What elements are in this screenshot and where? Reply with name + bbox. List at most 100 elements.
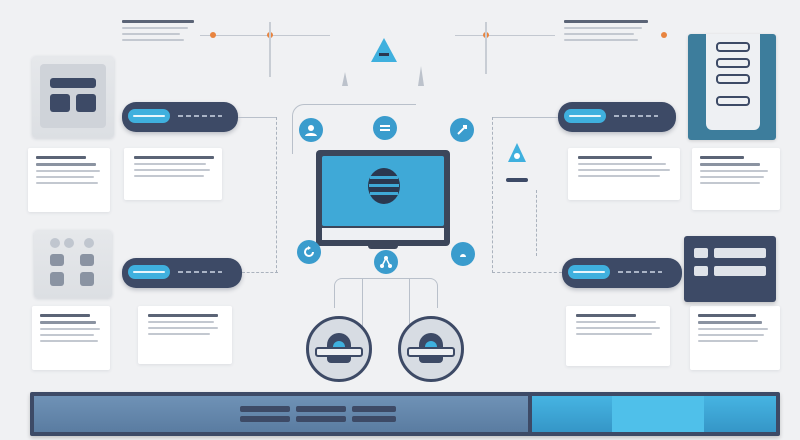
panel-key xyxy=(694,248,708,258)
card-title-line xyxy=(148,314,218,317)
hub-node-right[interactable] xyxy=(398,316,464,382)
connector-dot xyxy=(661,32,667,38)
cloud-sync-icon[interactable] xyxy=(451,242,475,266)
card-title-line xyxy=(134,156,214,159)
text-line xyxy=(134,169,210,171)
top-connector-right xyxy=(455,35,555,36)
connector-wire xyxy=(242,272,278,273)
panel-indicator xyxy=(64,238,74,248)
monitor-screen xyxy=(322,156,444,226)
connector-wire xyxy=(238,117,276,118)
footer-right-section xyxy=(532,396,776,432)
text-line xyxy=(148,327,218,329)
text-line xyxy=(36,163,96,166)
hub-band xyxy=(315,347,363,357)
text-line xyxy=(698,334,764,336)
connector-wire xyxy=(536,190,537,256)
left-text-card-1 xyxy=(28,148,110,212)
heading-line xyxy=(564,20,648,23)
panel-key xyxy=(50,272,64,286)
device-key xyxy=(76,94,96,112)
text-line xyxy=(36,176,94,178)
card-title-line xyxy=(578,156,652,159)
panel-indicator xyxy=(50,238,60,248)
text-line xyxy=(564,33,634,35)
top-right-heading xyxy=(564,20,648,45)
panel-key xyxy=(80,254,94,266)
small-arrow-icon xyxy=(418,66,424,86)
left-control-panel xyxy=(34,230,112,298)
text-line xyxy=(698,328,768,330)
sync-icon[interactable] xyxy=(373,116,397,140)
left-text-card-2 xyxy=(124,148,222,200)
top-connector-left xyxy=(200,35,330,36)
card-title-line xyxy=(36,156,86,159)
card-title-line xyxy=(700,156,744,159)
text-line xyxy=(36,182,98,184)
slot xyxy=(716,74,750,84)
text-line xyxy=(564,39,638,41)
link-icon[interactable] xyxy=(450,118,474,142)
right-text-card-1 xyxy=(568,148,680,200)
network-icon[interactable] xyxy=(374,250,398,274)
text-line xyxy=(700,170,768,172)
hub-band xyxy=(407,347,455,357)
connector-tick xyxy=(269,22,271,77)
card-title-line xyxy=(576,314,636,317)
right-device-panel xyxy=(688,34,776,140)
left-pill-top[interactable] xyxy=(122,102,238,132)
right-pill-bottom[interactable] xyxy=(562,258,682,288)
text-line xyxy=(700,176,764,178)
text-line xyxy=(40,334,94,336)
right-pill-top[interactable] xyxy=(558,102,676,132)
text-line xyxy=(698,321,762,324)
refresh-icon[interactable] xyxy=(297,240,321,264)
user-icon[interactable] xyxy=(299,118,323,142)
footer-slot xyxy=(240,406,290,412)
footer-slot xyxy=(352,406,396,412)
text-line xyxy=(36,170,100,172)
footer-slot xyxy=(352,416,396,422)
text-line xyxy=(578,169,670,171)
text-line xyxy=(564,27,642,29)
center-frame-wire xyxy=(292,104,416,154)
footer-bar xyxy=(30,392,780,436)
server-stack-icon xyxy=(368,166,400,206)
connector-dot xyxy=(210,32,216,38)
panel-key xyxy=(80,272,94,286)
text-line xyxy=(40,328,100,330)
hub-node-left[interactable] xyxy=(306,316,372,382)
text-line xyxy=(700,163,760,166)
device-key xyxy=(50,94,70,112)
left-text-card-4 xyxy=(138,306,232,364)
pill-dots xyxy=(618,271,662,273)
footer-slot xyxy=(240,416,290,422)
pill-accent xyxy=(128,109,170,123)
panel-key xyxy=(694,266,708,276)
text-line xyxy=(148,321,214,323)
hub-wire xyxy=(362,278,410,338)
pill-accent xyxy=(568,265,610,279)
connector-wire xyxy=(492,272,562,273)
text-line xyxy=(578,175,660,177)
connector-wire xyxy=(276,117,277,273)
text-line xyxy=(576,327,660,329)
card-title-line xyxy=(698,314,756,317)
device-body xyxy=(706,34,760,130)
left-text-card-3 xyxy=(32,306,110,370)
text-line xyxy=(134,163,206,165)
small-arrow-icon xyxy=(342,72,348,86)
left-device-panel xyxy=(32,56,114,138)
panel-bar xyxy=(714,266,766,276)
top-left-heading xyxy=(122,20,194,45)
text-line xyxy=(700,182,760,184)
footer-slot xyxy=(296,406,346,412)
text-line xyxy=(40,321,96,324)
connector-wire xyxy=(492,117,558,118)
left-pill-bottom[interactable] xyxy=(122,258,242,288)
footer-left-section xyxy=(34,396,528,432)
center-monitor xyxy=(316,150,450,246)
footer-highlight xyxy=(612,396,704,432)
panel-bar xyxy=(714,248,766,258)
pill-dots xyxy=(614,115,658,117)
